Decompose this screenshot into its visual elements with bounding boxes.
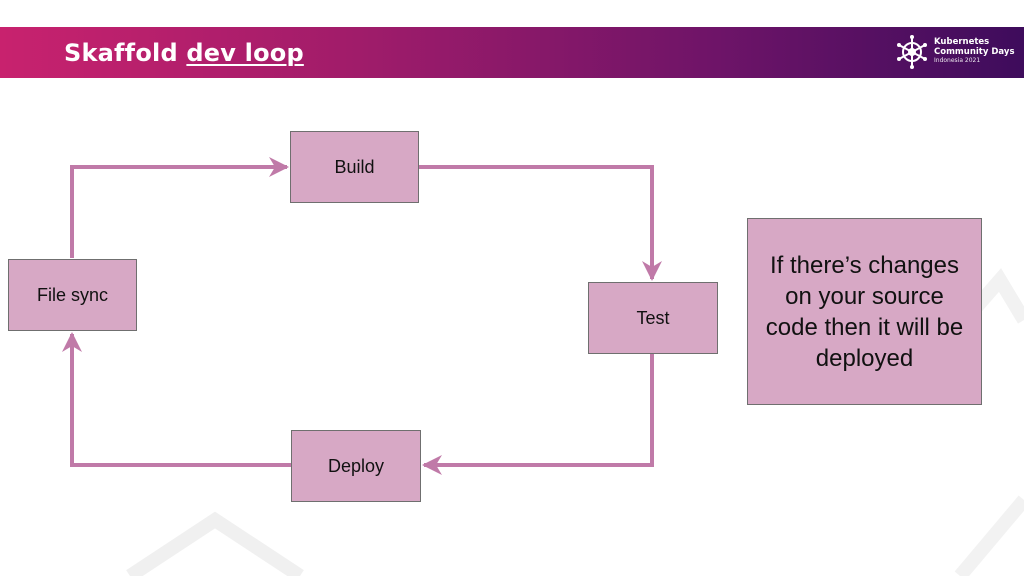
node-deploy: Deploy bbox=[291, 430, 421, 502]
title-part2: dev loop bbox=[186, 39, 304, 67]
logo-line2: Community Days bbox=[934, 47, 1015, 57]
arrow-build-to-test bbox=[419, 165, 662, 281]
slide-title: Skaffold dev loop bbox=[64, 36, 304, 70]
note-box: If there’s changes on your source code t… bbox=[747, 218, 982, 405]
arrow-test-to-deploy bbox=[422, 354, 654, 475]
node-test-label: Test bbox=[636, 307, 670, 328]
node-file-sync-label: File sync bbox=[36, 284, 108, 305]
title-part1: Skaffold bbox=[64, 39, 178, 67]
arrow-deploy-to-filesync bbox=[62, 332, 291, 467]
node-build: Build bbox=[290, 131, 419, 203]
node-deploy-label: Deploy bbox=[327, 455, 385, 476]
arrow-filesync-to-build bbox=[70, 157, 289, 258]
logo-line3: Indonesia 2021 bbox=[934, 57, 981, 64]
node-test: Test bbox=[588, 282, 718, 354]
kcd-logo: Kubernetes Community Days Indonesia 2021 bbox=[895, 33, 1020, 71]
logo-line1: Kubernetes bbox=[934, 37, 990, 47]
header-bar bbox=[0, 27, 1024, 78]
helm-wheel-icon bbox=[897, 35, 927, 69]
note-text: If there’s changes on your source code t… bbox=[765, 251, 964, 372]
node-build-label: Build bbox=[334, 156, 375, 177]
node-file-sync: File sync bbox=[8, 259, 137, 331]
